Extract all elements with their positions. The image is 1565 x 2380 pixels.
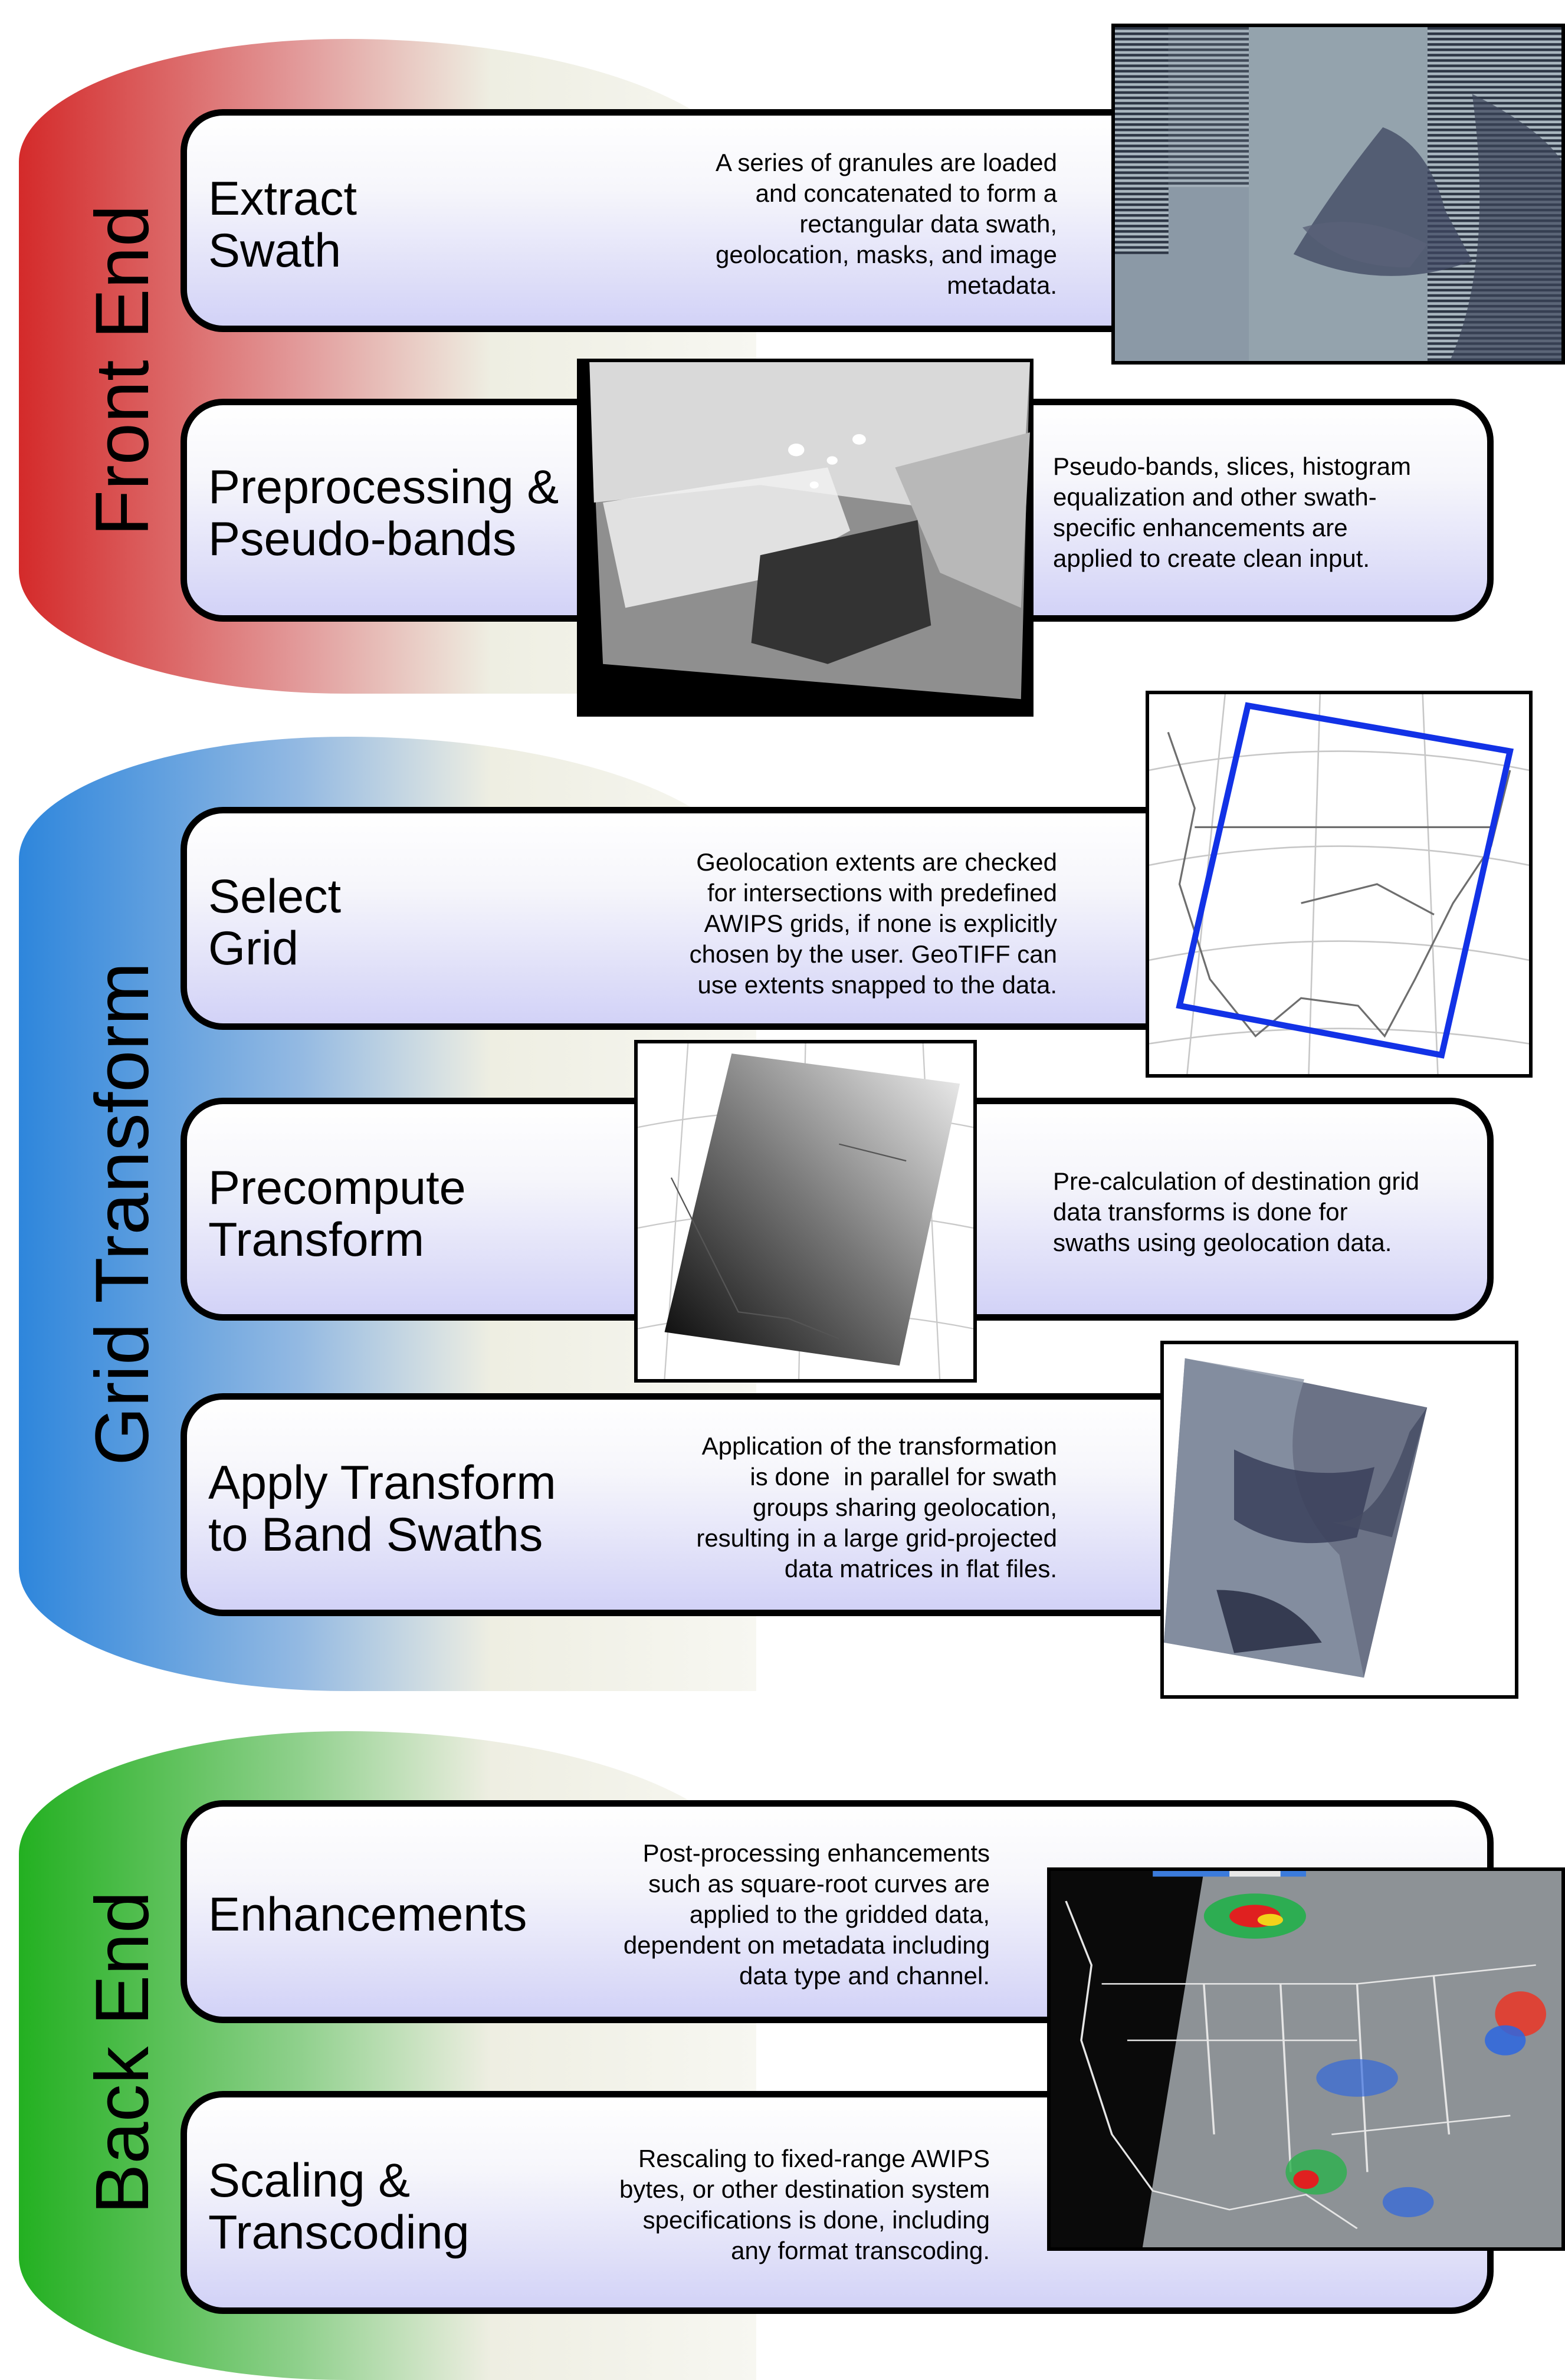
precomputed-transform-map bbox=[634, 1040, 977, 1383]
step-description: Pre-calculation of destination grid data… bbox=[1053, 1167, 1420, 1256]
enhanced-composite-map bbox=[1047, 1867, 1565, 2251]
grid-transform-label: Grid Transform bbox=[80, 962, 165, 1466]
step-title: Select Grid bbox=[208, 870, 342, 975]
step-description: A series of granules are loaded and conc… bbox=[715, 149, 1057, 299]
step-title: Precompute Transform bbox=[208, 1161, 466, 1266]
back-end-label: Back End bbox=[80, 1891, 165, 2214]
step-description: Pseudo-bands, slices, histogram equaliza… bbox=[1053, 452, 1411, 572]
step-title: Extract Swath bbox=[208, 172, 357, 277]
step-description: Post-processing enhancements such as squ… bbox=[623, 1839, 990, 1990]
step-title: Preprocessing & Pseudo-bands bbox=[208, 461, 559, 566]
gridded-band-image bbox=[1160, 1341, 1518, 1699]
front-end-label: Front End bbox=[80, 204, 165, 537]
step-description: Application of the transformation is don… bbox=[696, 1432, 1057, 1583]
step-panel-select-grid: Select Grid Geolocation extents are chec… bbox=[181, 807, 1494, 1030]
grid-selection-map bbox=[1146, 691, 1533, 1078]
step-description: Rescaling to fixed-range AWIPS bytes, or… bbox=[619, 2145, 990, 2264]
step-title: Enhancements bbox=[208, 1888, 527, 1941]
granule-swath-image bbox=[1111, 24, 1565, 365]
preprocessed-swath-image bbox=[577, 359, 1034, 717]
step-title: Scaling & Transcoding bbox=[208, 2154, 470, 2259]
step-title: Apply Transform to Band Swaths bbox=[208, 1456, 556, 1561]
step-description: Geolocation extents are checked for inte… bbox=[689, 848, 1057, 999]
